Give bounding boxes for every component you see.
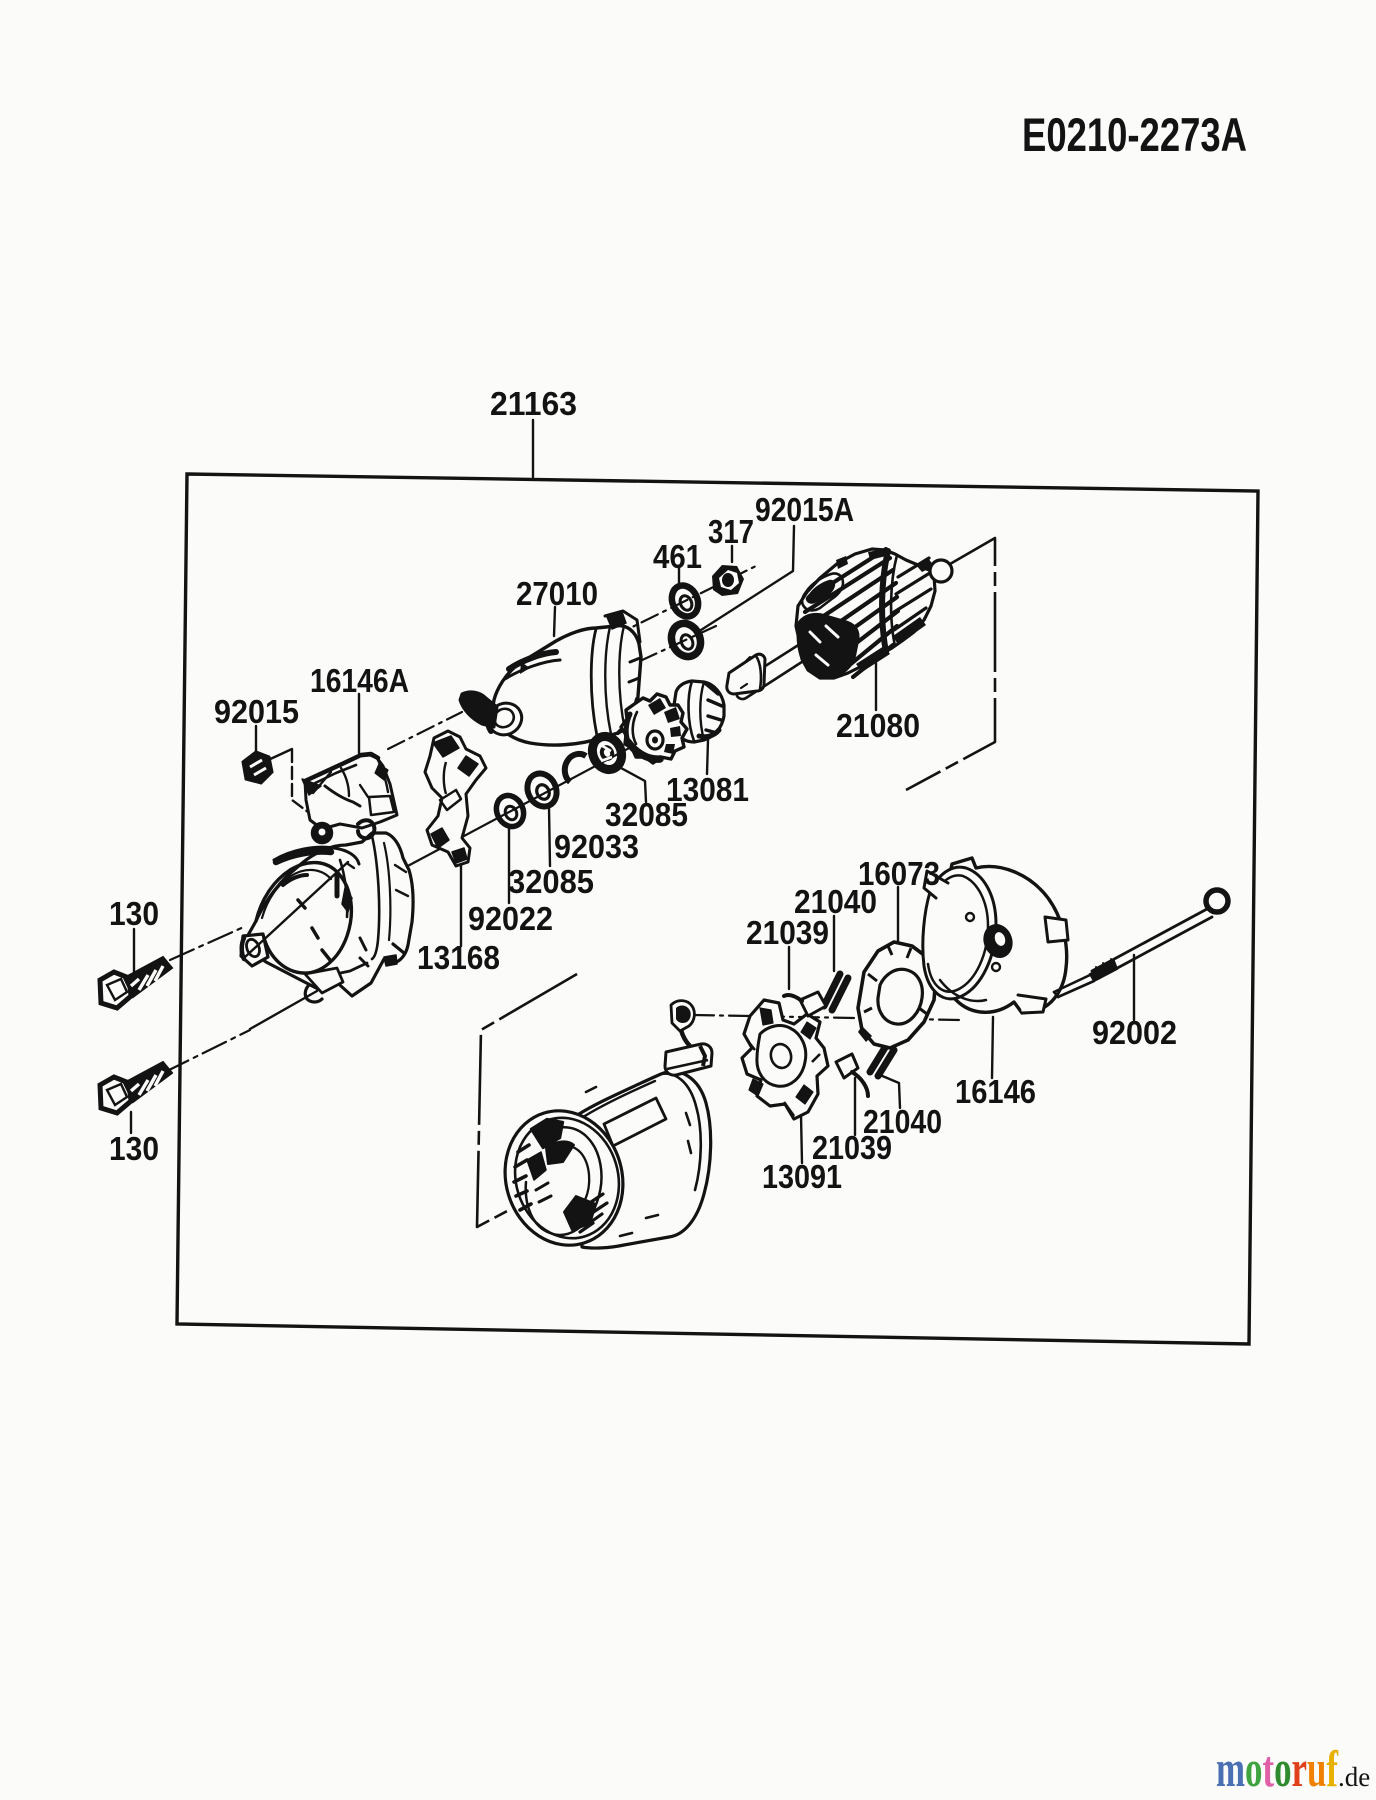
svg-text:21039: 21039 bbox=[812, 1129, 892, 1166]
svg-text:92015A: 92015A bbox=[755, 491, 854, 528]
svg-text:92022: 92022 bbox=[468, 900, 553, 937]
svg-text:32085: 32085 bbox=[605, 796, 688, 833]
svg-text:13091: 13091 bbox=[762, 1158, 842, 1195]
svg-text:317: 317 bbox=[708, 513, 754, 550]
svg-text:21039: 21039 bbox=[746, 914, 829, 951]
svg-text:16146: 16146 bbox=[955, 1073, 1036, 1110]
svg-text:.de: .de bbox=[1338, 1762, 1370, 1792]
svg-text:motoruf: motoruf bbox=[1216, 1741, 1338, 1798]
svg-text:130: 130 bbox=[109, 895, 159, 932]
svg-text:92015: 92015 bbox=[214, 693, 299, 730]
svg-text:27010: 27010 bbox=[516, 575, 598, 612]
svg-text:21040: 21040 bbox=[794, 883, 877, 920]
svg-text:92033: 92033 bbox=[554, 828, 639, 865]
svg-text:13081: 13081 bbox=[666, 771, 749, 808]
svg-text:21163: 21163 bbox=[490, 385, 577, 422]
svg-text:32085: 32085 bbox=[508, 863, 594, 900]
svg-text:461: 461 bbox=[653, 538, 702, 575]
svg-text:16073: 16073 bbox=[858, 855, 940, 892]
svg-text:E0210-2273A: E0210-2273A bbox=[1022, 108, 1247, 161]
svg-text:92002: 92002 bbox=[1092, 1014, 1177, 1051]
svg-text:16146A: 16146A bbox=[310, 662, 409, 699]
svg-text:13168: 13168 bbox=[417, 939, 500, 976]
svg-text:130: 130 bbox=[109, 1130, 159, 1167]
svg-text:21080: 21080 bbox=[836, 707, 920, 744]
svg-text:21040: 21040 bbox=[863, 1103, 942, 1140]
